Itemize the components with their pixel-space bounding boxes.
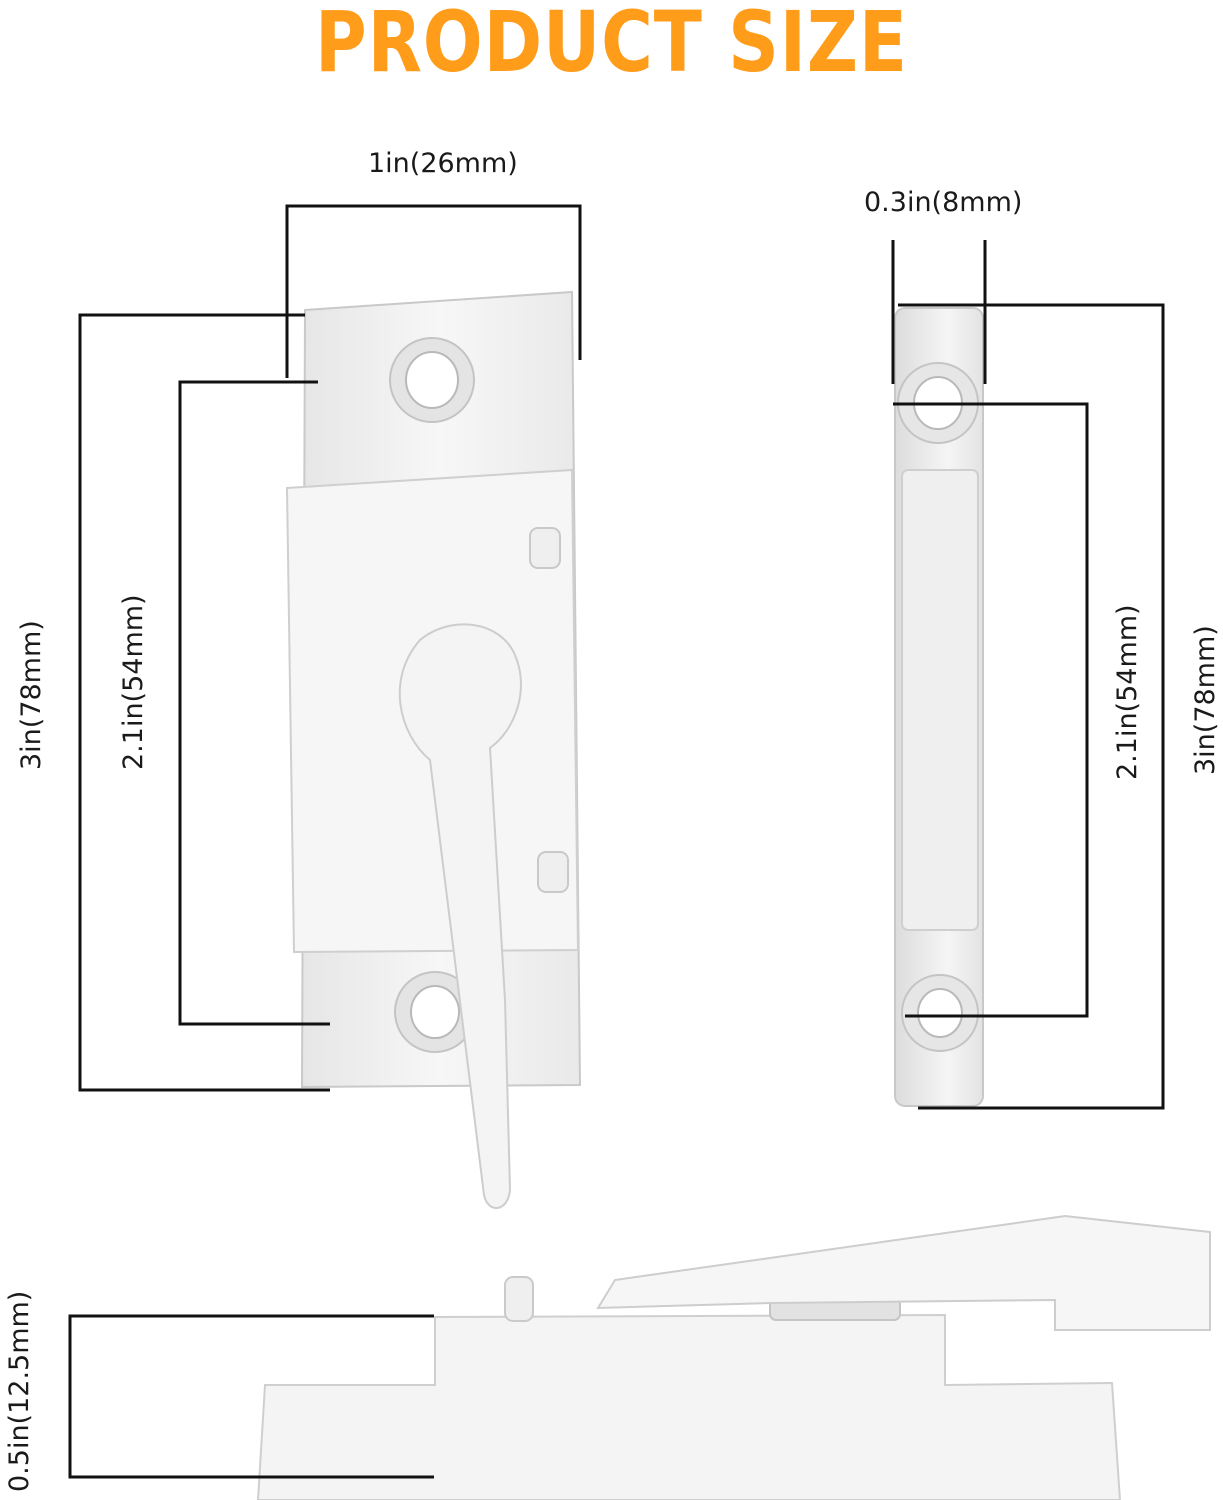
front-width-label: 1in(26mm): [368, 148, 518, 179]
profile-height-label: 0.5in(12.5mm): [4, 1290, 35, 1492]
side-height-label: 3in(78mm): [1190, 625, 1221, 775]
front-hole-spacing-line: [178, 380, 330, 1026]
side-height-line: [898, 303, 1165, 1110]
front-hole-spacing-label: 2.1in(54mm): [118, 594, 149, 770]
side-thickness-label: 0.3in(8mm): [864, 187, 1023, 218]
side-hole-spacing-label: 2.1in(54mm): [1112, 604, 1143, 780]
front-latch-handle: [398, 623, 522, 1209]
profile-stop-pin: [504, 1276, 534, 1322]
front-height-line: [78, 313, 330, 1092]
profile-height-line: [68, 1314, 434, 1479]
front-top-stop-pin: [529, 527, 561, 569]
side-bottom-screw-hole: [901, 974, 979, 1052]
side-hole-spacing-line: [893, 402, 1089, 1018]
profile-latch-handle: [596, 1214, 1211, 1331]
front-top-screw-hole: [389, 337, 475, 423]
side-view-latch: [894, 307, 984, 1107]
front-view-latch: [285, 290, 582, 1209]
side-body-block: [901, 469, 979, 931]
front-bottom-stop-pin: [537, 851, 569, 893]
profile-view-latch: [256, 1214, 1211, 1500]
front-width-line: [285, 204, 582, 378]
page-title: PRODUCT SIZE: [315, 0, 908, 91]
front-height-label: 3in(78mm): [16, 620, 47, 770]
profile-base: [256, 1313, 1122, 1500]
